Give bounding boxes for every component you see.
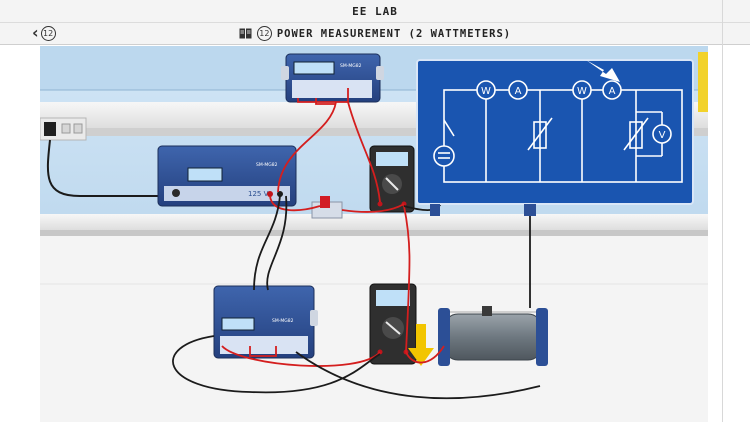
app-title: EE LAB bbox=[352, 5, 398, 18]
svg-text:W: W bbox=[577, 86, 587, 97]
back-lesson-badge: 12 bbox=[40, 25, 56, 41]
window-border bbox=[722, 0, 723, 422]
ammeter-symbol-2: A bbox=[602, 80, 622, 100]
wattmeter-symbol-2: W bbox=[572, 80, 592, 100]
svg-text:W: W bbox=[481, 86, 491, 97]
lesson-number-badge: 12 bbox=[256, 26, 272, 41]
red-wires bbox=[221, 101, 445, 367]
svg-text:V: V bbox=[659, 130, 666, 141]
circuit-schematic: W A W A V bbox=[416, 59, 694, 205]
wattmeter-bottom-model: SM-MG82 bbox=[272, 318, 294, 324]
wattmeter-top-model: SM-MG82 bbox=[340, 63, 362, 69]
lab-bench-scene: SM-MG82 SM-MG82 125 V SM-MG82 bbox=[40, 46, 708, 422]
schematic-stand bbox=[430, 204, 536, 216]
multimeter-top[interactable] bbox=[369, 145, 415, 213]
title-bar: EE LAB bbox=[0, 0, 750, 23]
pointer-arrow-icon bbox=[586, 60, 620, 82]
rheostat[interactable] bbox=[438, 306, 548, 366]
chevron-left-icon: ‹ bbox=[32, 23, 39, 42]
power-supply[interactable]: SM-MG82 125 V bbox=[157, 145, 297, 207]
multimeter-bottom[interactable] bbox=[369, 283, 417, 365]
power-outlet bbox=[40, 117, 87, 141]
voltmeter-symbol: V bbox=[652, 124, 672, 144]
hint-arrow-down-icon bbox=[408, 324, 434, 366]
lesson-header: 12 POWER MEASUREMENT (2 WATTMETERS) bbox=[0, 23, 750, 44]
book-icon bbox=[239, 28, 252, 39]
lesson-title: POWER MEASUREMENT (2 WATTMETERS) bbox=[276, 27, 512, 40]
power-supply-model: SM-MG82 bbox=[256, 162, 278, 168]
wattmeter-top[interactable]: SM-MG82 bbox=[281, 53, 384, 103]
voltage-source-icon bbox=[433, 145, 455, 167]
supply-voltage-readout: 125 V bbox=[248, 190, 269, 198]
ammeter-symbol-1: A bbox=[508, 80, 528, 100]
back-button[interactable]: ‹ 12 bbox=[32, 25, 56, 41]
side-label bbox=[698, 52, 708, 112]
svg-text:A: A bbox=[515, 86, 522, 97]
wattmeter-bottom[interactable]: SM-MG82 bbox=[213, 285, 318, 359]
toolbar: ‹ 12 12 POWER MEASUREMENT (2 WATTMETERS) bbox=[0, 23, 750, 45]
wattmeter-symbol-1: W bbox=[476, 80, 496, 100]
svg-text:A: A bbox=[609, 86, 616, 97]
shelf-middle bbox=[40, 214, 708, 230]
